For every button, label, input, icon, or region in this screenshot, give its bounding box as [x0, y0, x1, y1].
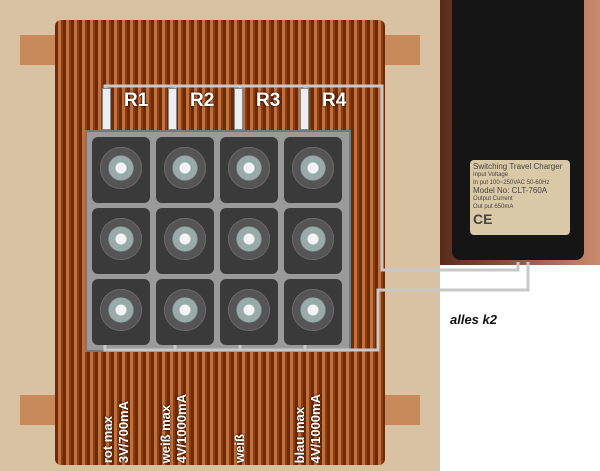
led-spec-line: 4V/1000mA [308, 393, 323, 463]
led [220, 137, 278, 203]
led-spec-line: blau max [292, 406, 307, 463]
led-spec-line: rot max [100, 416, 115, 463]
resistor-label: R3 [256, 90, 281, 111]
resistor-label: R4 [322, 90, 347, 111]
led [220, 208, 278, 274]
led [156, 137, 214, 203]
resistor [168, 88, 177, 130]
charger-label: Switching Travel Charger Input Voltage I… [470, 160, 570, 235]
resistor-label: R2 [190, 90, 215, 111]
led [156, 208, 214, 274]
ce-mark: CE [473, 211, 493, 227]
led-spec-line: 3V/700mA [116, 400, 131, 463]
resistor [234, 88, 243, 130]
led [92, 279, 150, 345]
led [156, 279, 214, 345]
wire-negative [103, 262, 530, 352]
annotation-text: alles k2 [450, 312, 497, 327]
led [220, 279, 278, 345]
resistor-label: R1 [124, 90, 149, 111]
resistor [102, 88, 111, 130]
led [92, 208, 150, 274]
led [284, 137, 342, 203]
charger-line: Output Current [473, 196, 513, 202]
led [284, 279, 342, 345]
charger-line: Out put 650mA [473, 204, 514, 210]
led-spec-line: weiß [232, 434, 247, 463]
led [92, 137, 150, 203]
charger-line: In put 100~250VAC 50-60Hz [473, 180, 550, 186]
led-spec-line: 4V/1000mA [174, 393, 189, 463]
wire-branch [173, 345, 307, 350]
charger-title: Switching Travel Charger [473, 162, 563, 171]
charger-line: Input Voltage [473, 172, 509, 178]
resistor [300, 88, 309, 130]
led-spec-label: weiß [232, 434, 248, 463]
led-spec-line: weiß max [158, 404, 173, 463]
charger-model: Model No: CLT-760A [473, 186, 548, 195]
led [284, 208, 342, 274]
